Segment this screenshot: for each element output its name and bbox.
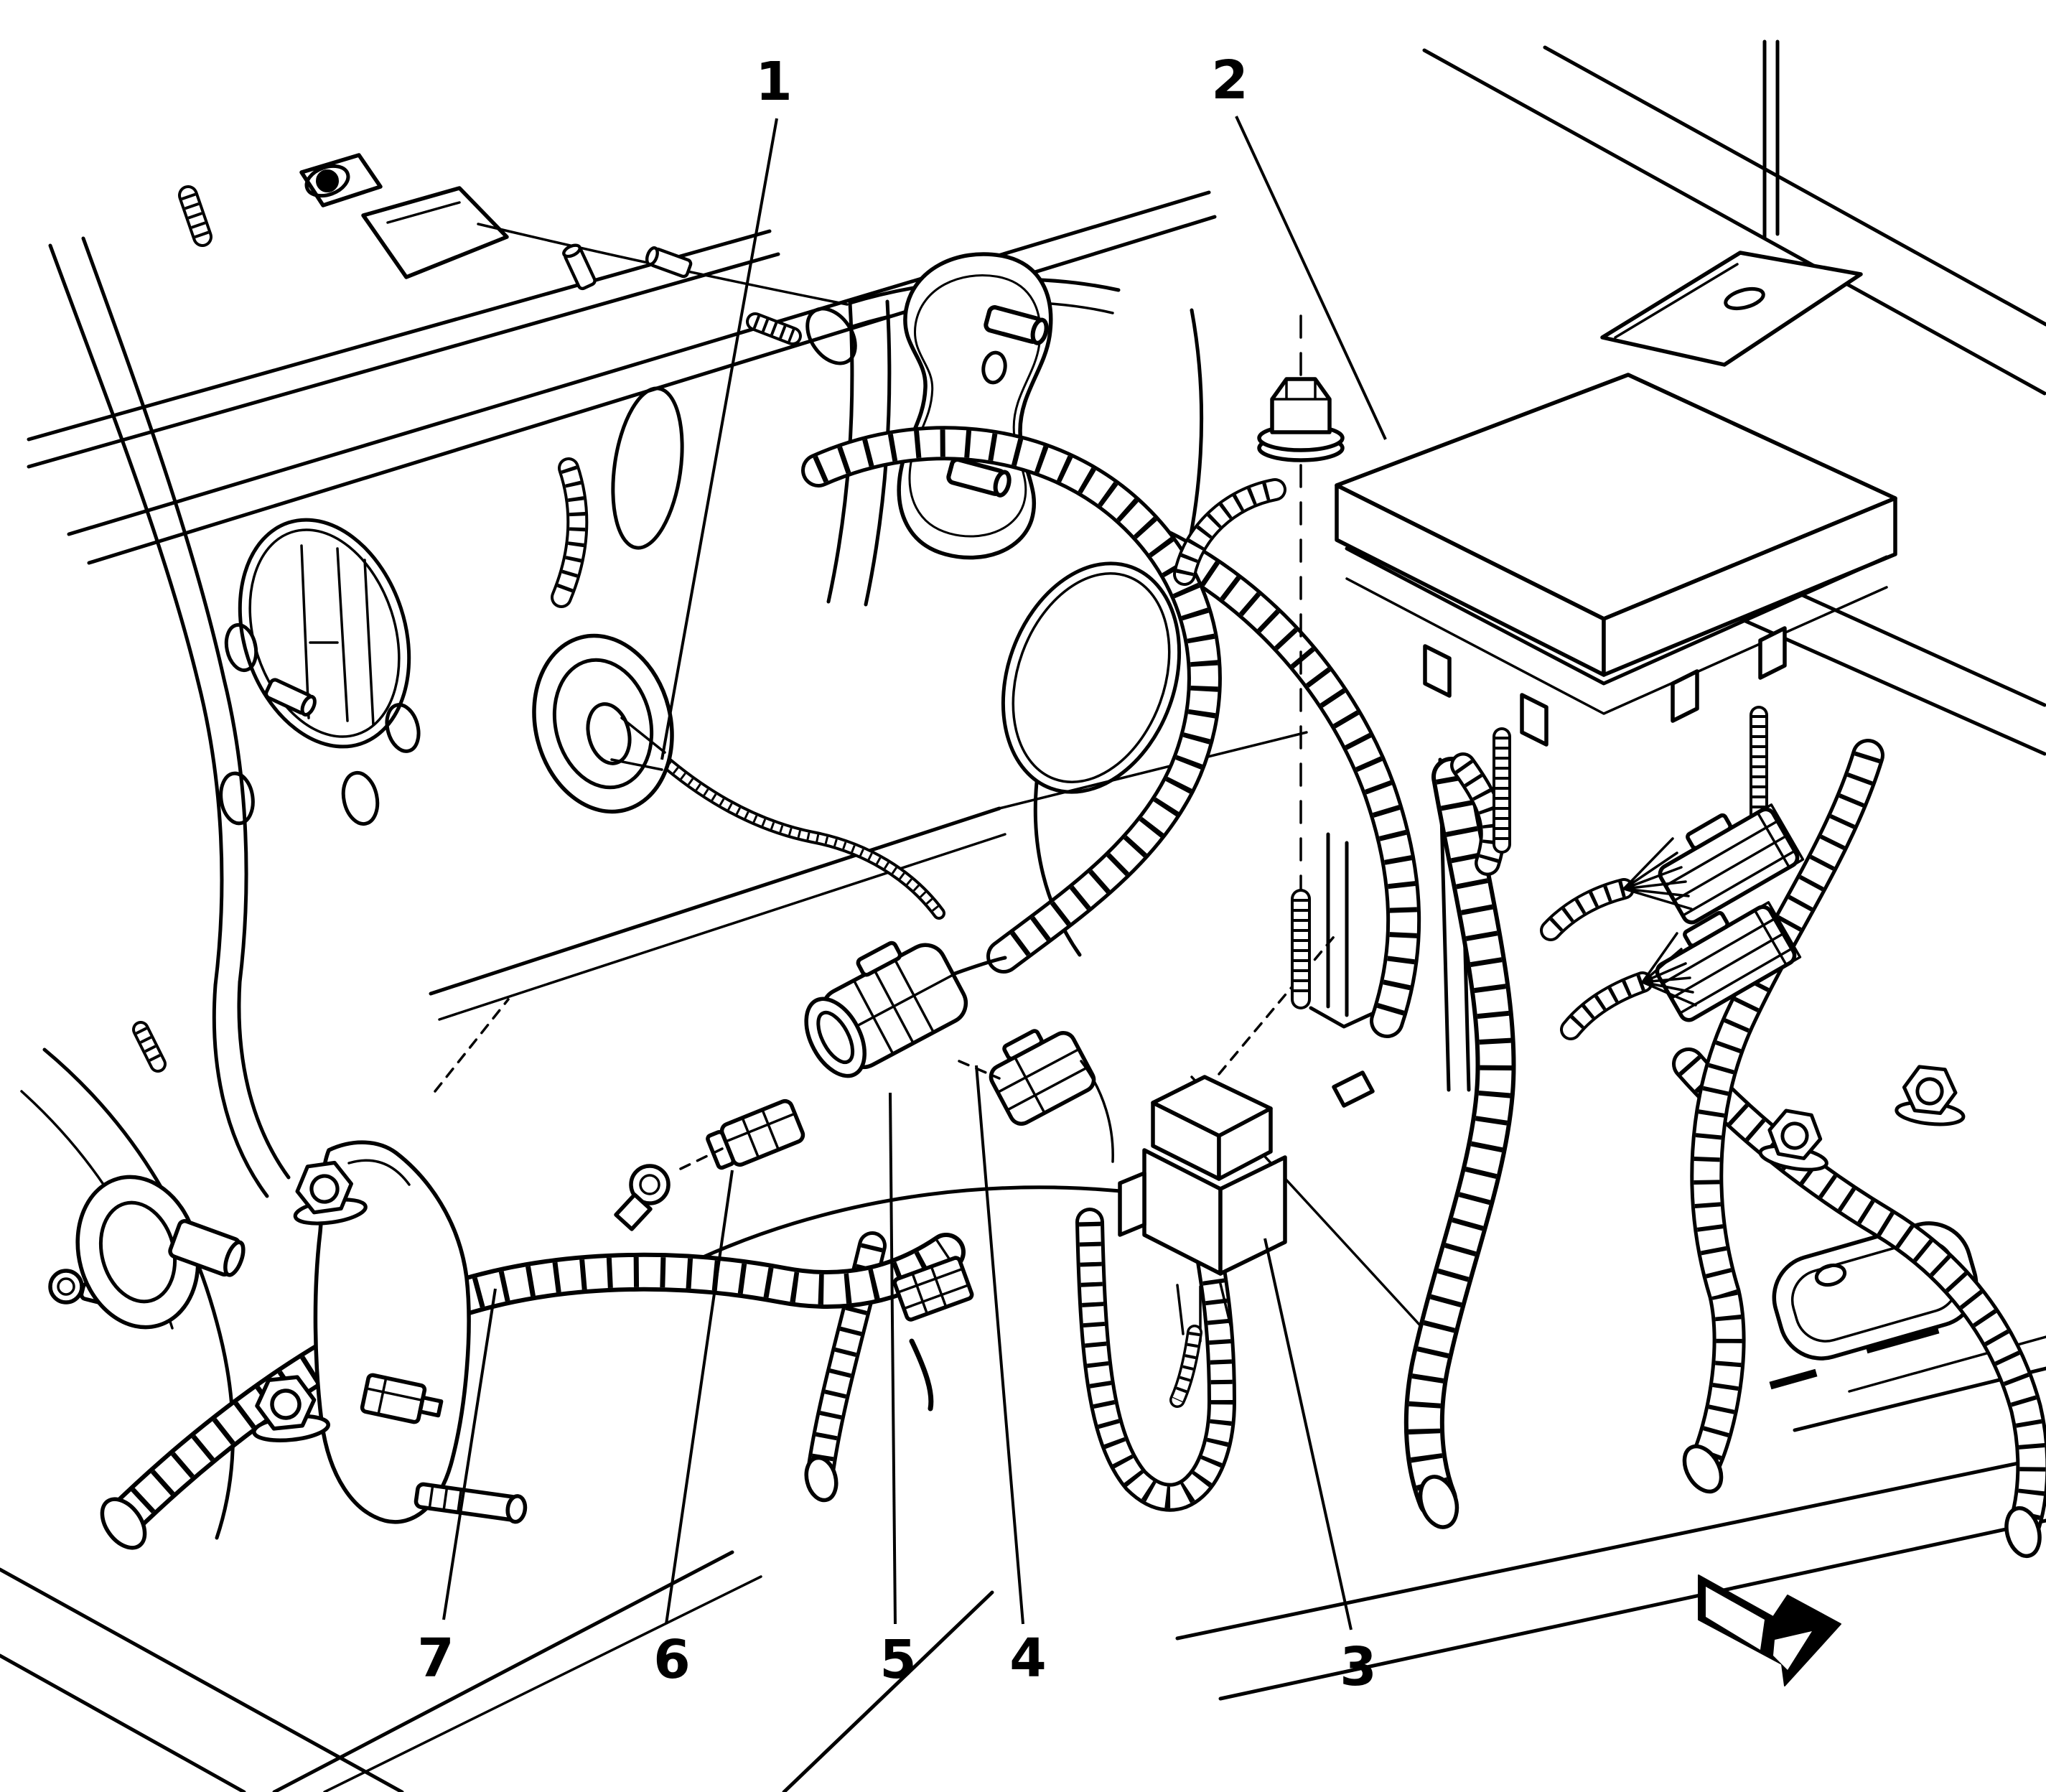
hood-hinge xyxy=(299,153,849,306)
harness-clamp-a xyxy=(892,1256,974,1322)
leader-line-1 xyxy=(660,118,778,760)
left-mounting-bracket xyxy=(248,998,528,1524)
mounting-bracket-kidney xyxy=(899,254,1050,558)
callout-1: 1 xyxy=(755,51,793,113)
inline-connector-5 xyxy=(804,941,1007,1078)
tower-bolt-icon xyxy=(645,246,691,277)
upper-cowl-bracket-plate xyxy=(1600,251,1863,367)
callout-6: 6 xyxy=(653,1629,691,1691)
multi-pin-connector-upper xyxy=(1622,803,1805,925)
underhood-fuse-block xyxy=(1309,373,1897,1108)
harness-branch-down xyxy=(804,1246,872,1503)
callout-4: 4 xyxy=(1009,1628,1047,1689)
leader-line-3 xyxy=(1263,1238,1353,1630)
callout-2: 2 xyxy=(1211,50,1248,111)
frame-rail-lines xyxy=(0,1550,994,1792)
fuse-block-stud-nut xyxy=(1257,314,1345,999)
harness-right-main xyxy=(1414,777,1496,1529)
engine-harness-wire xyxy=(668,764,939,913)
cowl-lines xyxy=(27,39,2046,756)
direction-arrow-icon xyxy=(1698,1574,1841,1686)
leader-line-7 xyxy=(442,1288,497,1620)
ring-terminal xyxy=(614,1164,671,1231)
inline-connector-4 xyxy=(958,1029,1114,1163)
leader-line-2 xyxy=(1235,116,1387,440)
harness-clamp-b xyxy=(360,1373,444,1424)
bracket-bolt-icon xyxy=(414,1482,528,1524)
harness-right-sweep xyxy=(1688,1064,2045,1559)
grommet-b xyxy=(75,1175,246,1330)
harness-right-down xyxy=(1682,755,1868,1494)
leader-line-6 xyxy=(665,1170,734,1625)
callout-3: 3 xyxy=(1340,1636,1377,1698)
strut-tower xyxy=(562,243,1204,957)
leader-line-4 xyxy=(975,1065,1024,1625)
left-fender-panel xyxy=(20,236,421,1540)
right-body-nuts xyxy=(1759,1065,1968,1174)
leader-line-5 xyxy=(889,1092,897,1625)
callout-5: 5 xyxy=(879,1629,917,1691)
hinge-bolt-icon xyxy=(316,169,339,192)
grommet-a xyxy=(532,633,674,814)
harness-tubes xyxy=(100,195,2045,1559)
engine-harness-trunk xyxy=(100,1252,946,1550)
inline-connector-6 xyxy=(614,1098,805,1231)
hex-nut-icon xyxy=(1895,1065,1968,1127)
relay xyxy=(1118,932,1338,1400)
multi-pin-connector-lower xyxy=(1641,901,1802,1022)
threaded-stud-icon xyxy=(755,322,793,336)
callouts: 1 2 3 4 5 6 7 xyxy=(417,50,1387,1698)
callout-7: 7 xyxy=(417,1628,454,1689)
